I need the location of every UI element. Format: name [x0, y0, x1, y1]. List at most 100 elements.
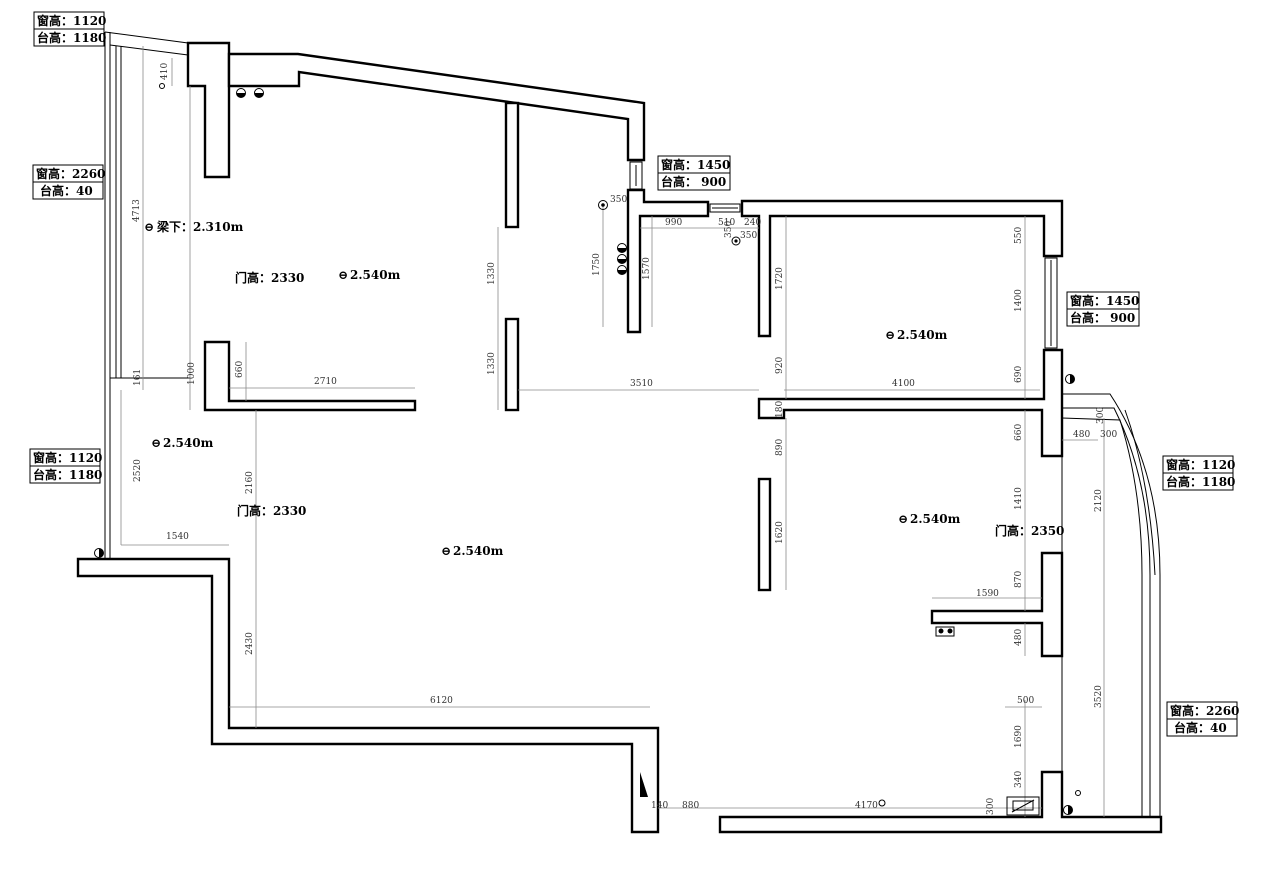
dim-1330b: 1330	[487, 352, 497, 375]
svg-text:窗高：2260: 窗高：2260	[36, 166, 105, 181]
wall-bottom-wedge	[640, 772, 648, 797]
dim-6120: 6120	[430, 696, 453, 706]
socket-pair-icon	[236, 88, 264, 98]
dim-350c: 350	[740, 231, 757, 241]
dim-1690: 1690	[1014, 725, 1024, 748]
wall-right-tee	[930, 551, 1064, 658]
wall-bottom-left	[76, 557, 660, 834]
wall-right-top	[740, 199, 1064, 338]
dim-870: 870	[1014, 571, 1024, 588]
dim-4100: 4100	[892, 379, 915, 389]
distribution-box-icon	[1006, 796, 1040, 816]
double-socket-icon	[935, 626, 955, 637]
svg-text:台高： 900: 台高： 900	[1070, 310, 1135, 325]
wall-top-diagonal	[227, 52, 646, 162]
ceiling-mark-icon: ⊖	[885, 328, 895, 342]
dim-500: 500	[1017, 696, 1034, 706]
wall-center-stub-lower	[504, 317, 520, 412]
dim-890: 890	[775, 439, 785, 456]
svg-text:台高： 900: 台高： 900	[661, 174, 726, 189]
dim-660a: 660	[235, 361, 245, 378]
dim-3510: 3510	[630, 379, 653, 389]
ceiling-height-label: 2.540m	[897, 328, 948, 342]
dim-690: 690	[1014, 366, 1024, 383]
dimension-labels: 410 4713 1000 161 2520 1540 660 2710 216…	[132, 63, 1117, 815]
ceiling-height-label: 2.540m	[910, 512, 961, 526]
dim-1330a: 1330	[487, 262, 497, 285]
windows	[104, 31, 1161, 817]
dim-240: 240	[744, 218, 761, 228]
dim-1620: 1620	[775, 521, 785, 544]
pipe-riser-icon	[731, 236, 741, 246]
wall-bottom-right	[718, 770, 1163, 834]
dim-550: 550	[1014, 227, 1024, 244]
dim-1590: 1590	[976, 589, 999, 599]
dim-920: 920	[775, 357, 785, 374]
dim-300b: 300	[1100, 430, 1117, 440]
dim-1570: 1570	[642, 257, 652, 280]
svg-text:窗高：1450: 窗高：1450	[661, 157, 730, 172]
wall-left-room-divider	[203, 340, 417, 412]
dim-161: 161	[133, 369, 143, 386]
wall-right-upper	[757, 348, 1064, 458]
svg-text:台高：1180: 台高：1180	[33, 467, 102, 482]
dim-2120: 2120	[1094, 489, 1104, 512]
window-spec-box: 窗高：1450 台高： 900	[1066, 291, 1140, 327]
window-spec-box: 窗高：1450 台高： 900	[657, 155, 731, 191]
dim-660b: 660	[1014, 424, 1024, 441]
dim-410: 410	[160, 63, 170, 80]
ceiling-height-label: 2.540m	[453, 544, 504, 558]
svg-text:窗高：1120: 窗高：1120	[1166, 457, 1235, 472]
ceiling-mark-icon: ⊖	[441, 544, 451, 558]
dim-140: 140	[651, 801, 668, 811]
dim-300a: 300	[1096, 407, 1106, 424]
door-height-label: 门高：2350	[995, 523, 1064, 538]
dim-2520: 2520	[133, 459, 143, 482]
dim-1750: 1750	[592, 253, 602, 276]
window-spec-box: 窗高：1120 台高：1180	[33, 11, 106, 47]
wall-right-pier	[757, 477, 772, 592]
svg-text:窗高：1120: 窗高：1120	[33, 450, 102, 465]
dim-1000: 1000	[187, 362, 197, 385]
wall-center-stub-upper	[504, 101, 520, 229]
half-circle-switch-icon	[94, 548, 104, 558]
half-circle-switch-icon	[1065, 374, 1075, 384]
dimension-lines	[120, 46, 1105, 817]
room-labels: ⊖ 梁下：2.310m 门高：2330 ⊖ 2.540m ⊖ 2.540m 门高…	[144, 219, 1064, 558]
dim-1410: 1410	[1014, 487, 1024, 510]
walls	[76, 41, 1163, 834]
window-spec-box: 窗高：2260 台高：40	[1166, 701, 1239, 737]
dim-990: 990	[665, 218, 682, 228]
svg-text:窗高：1120: 窗高：1120	[37, 13, 106, 28]
dim-480a: 480	[1073, 430, 1090, 440]
window-spec-box: 窗高：2260 台高：40	[32, 164, 105, 200]
outlet-icon	[159, 83, 165, 89]
door-height-label: 门高：2330	[237, 503, 306, 518]
wall-top-left-column	[186, 41, 231, 179]
beam-under-label: 梁下：2.310m	[156, 219, 244, 234]
dim-180: 180	[775, 401, 785, 418]
dim-350a: 350	[610, 195, 627, 205]
ceiling-mark-icon: ⊖	[898, 512, 908, 526]
wall-top-center-jamb	[626, 188, 710, 334]
dim-1540: 1540	[166, 532, 189, 542]
window-spec-box: 窗高：1120 台高：1180	[29, 448, 102, 484]
dim-880: 880	[682, 801, 699, 811]
window-spec-box: 窗高：1120 台高：1180	[1162, 455, 1235, 491]
dim-2710: 2710	[314, 377, 337, 387]
ceiling-mark-icon: ⊖	[151, 436, 161, 450]
dim-480b: 480	[1014, 629, 1024, 646]
ceiling-height-label: 2.540m	[163, 436, 214, 450]
half-circle-switch-icon	[1063, 805, 1073, 815]
ceiling-mark-icon: ⊖	[144, 220, 154, 234]
door-height-label: 门高：2330	[235, 270, 304, 285]
dim-340: 340	[1014, 771, 1024, 788]
ceiling-height-label: 2.540m	[350, 268, 401, 282]
dim-300c: 300	[986, 798, 996, 815]
dim-510: 510	[718, 218, 735, 228]
ceiling-mark-icon: ⊖	[338, 268, 348, 282]
svg-text:台高：40: 台高：40	[40, 183, 93, 198]
dim-2430: 2430	[245, 632, 255, 655]
pipe-riser-icon	[598, 200, 608, 210]
